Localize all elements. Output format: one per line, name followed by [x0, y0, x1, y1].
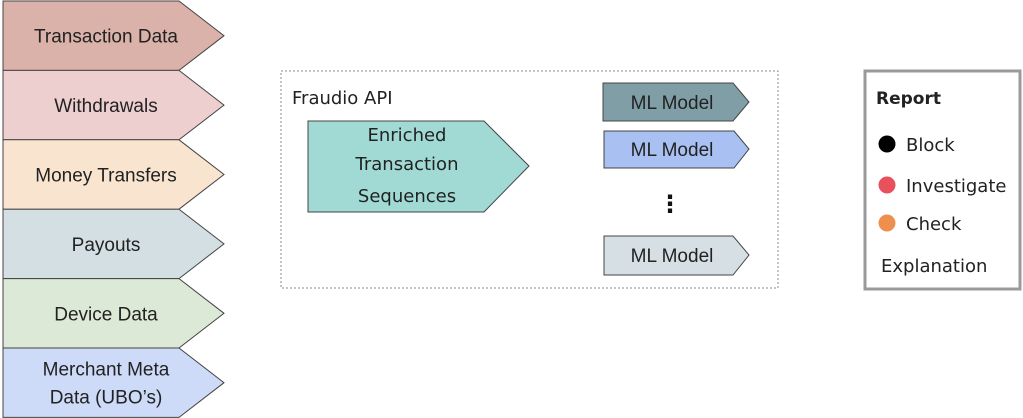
ml-model-3-chevron	[603, 235, 750, 276]
enriched-sequences-chevron	[307, 120, 530, 213]
ml-model-1-label: ML Model	[631, 93, 714, 114]
source-4-label-line-1: Payouts	[72, 235, 141, 256]
investigate-dot-icon	[878, 176, 896, 194]
api-container	[280, 70, 779, 289]
api-title: Fraudio API	[292, 88, 393, 109]
source-4: Payouts	[2, 208, 225, 280]
block-dot-icon	[878, 135, 896, 153]
enriched-sequences-shape: Enriched Transaction Sequences	[307, 120, 530, 213]
check-dot-icon	[878, 214, 896, 232]
source-2-chevron	[2, 69, 225, 141]
source-2-label-line-1: Withdrawals	[54, 96, 157, 117]
ml-model-3-label: ML Model	[631, 246, 714, 267]
source-1: Transaction Data	[2, 0, 225, 71]
ml-model-2-label: ML Model	[631, 140, 714, 161]
enriched-line-3: Sequences	[358, 186, 456, 207]
source-1-chevron	[2, 0, 225, 71]
enriched-line-1: Enriched	[368, 125, 447, 146]
ellipsis-icon: ⋮	[658, 190, 682, 218]
source-5: Device Data	[2, 278, 225, 349]
report-item-check: Check	[906, 214, 962, 235]
source-2: Withdrawals	[2, 69, 225, 141]
source-4-chevron	[2, 208, 225, 280]
enriched-line-2: Transaction	[355, 154, 459, 175]
source-6-label-line-1: Merchant Meta	[43, 360, 170, 381]
source-1-label-line-1: Transaction Data	[34, 27, 178, 48]
report-footer-explanation: Explanation	[881, 256, 987, 277]
report-item-block: Block	[906, 135, 955, 156]
ml-model-1: ML Model	[602, 82, 750, 122]
source-3: Money Transfers	[2, 139, 225, 210]
source-3-chevron	[2, 139, 225, 210]
ml-model-1-chevron	[602, 82, 750, 122]
source-6-chevron	[2, 347, 225, 418]
ml-model-2-chevron	[603, 130, 750, 169]
report-title: Report	[876, 89, 941, 109]
source-5-chevron	[2, 278, 225, 349]
source-6-label-line-2: Data (UBO’s)	[50, 388, 163, 409]
report-item-investigate: Investigate	[906, 176, 1006, 197]
ml-model-2: ML Model	[603, 130, 750, 169]
source-5-label-line-1: Device Data	[54, 304, 158, 325]
ml-model-3: ML Model	[603, 235, 750, 276]
source-3-label-line-1: Money Transfers	[35, 166, 177, 187]
report-box	[863, 69, 1022, 291]
